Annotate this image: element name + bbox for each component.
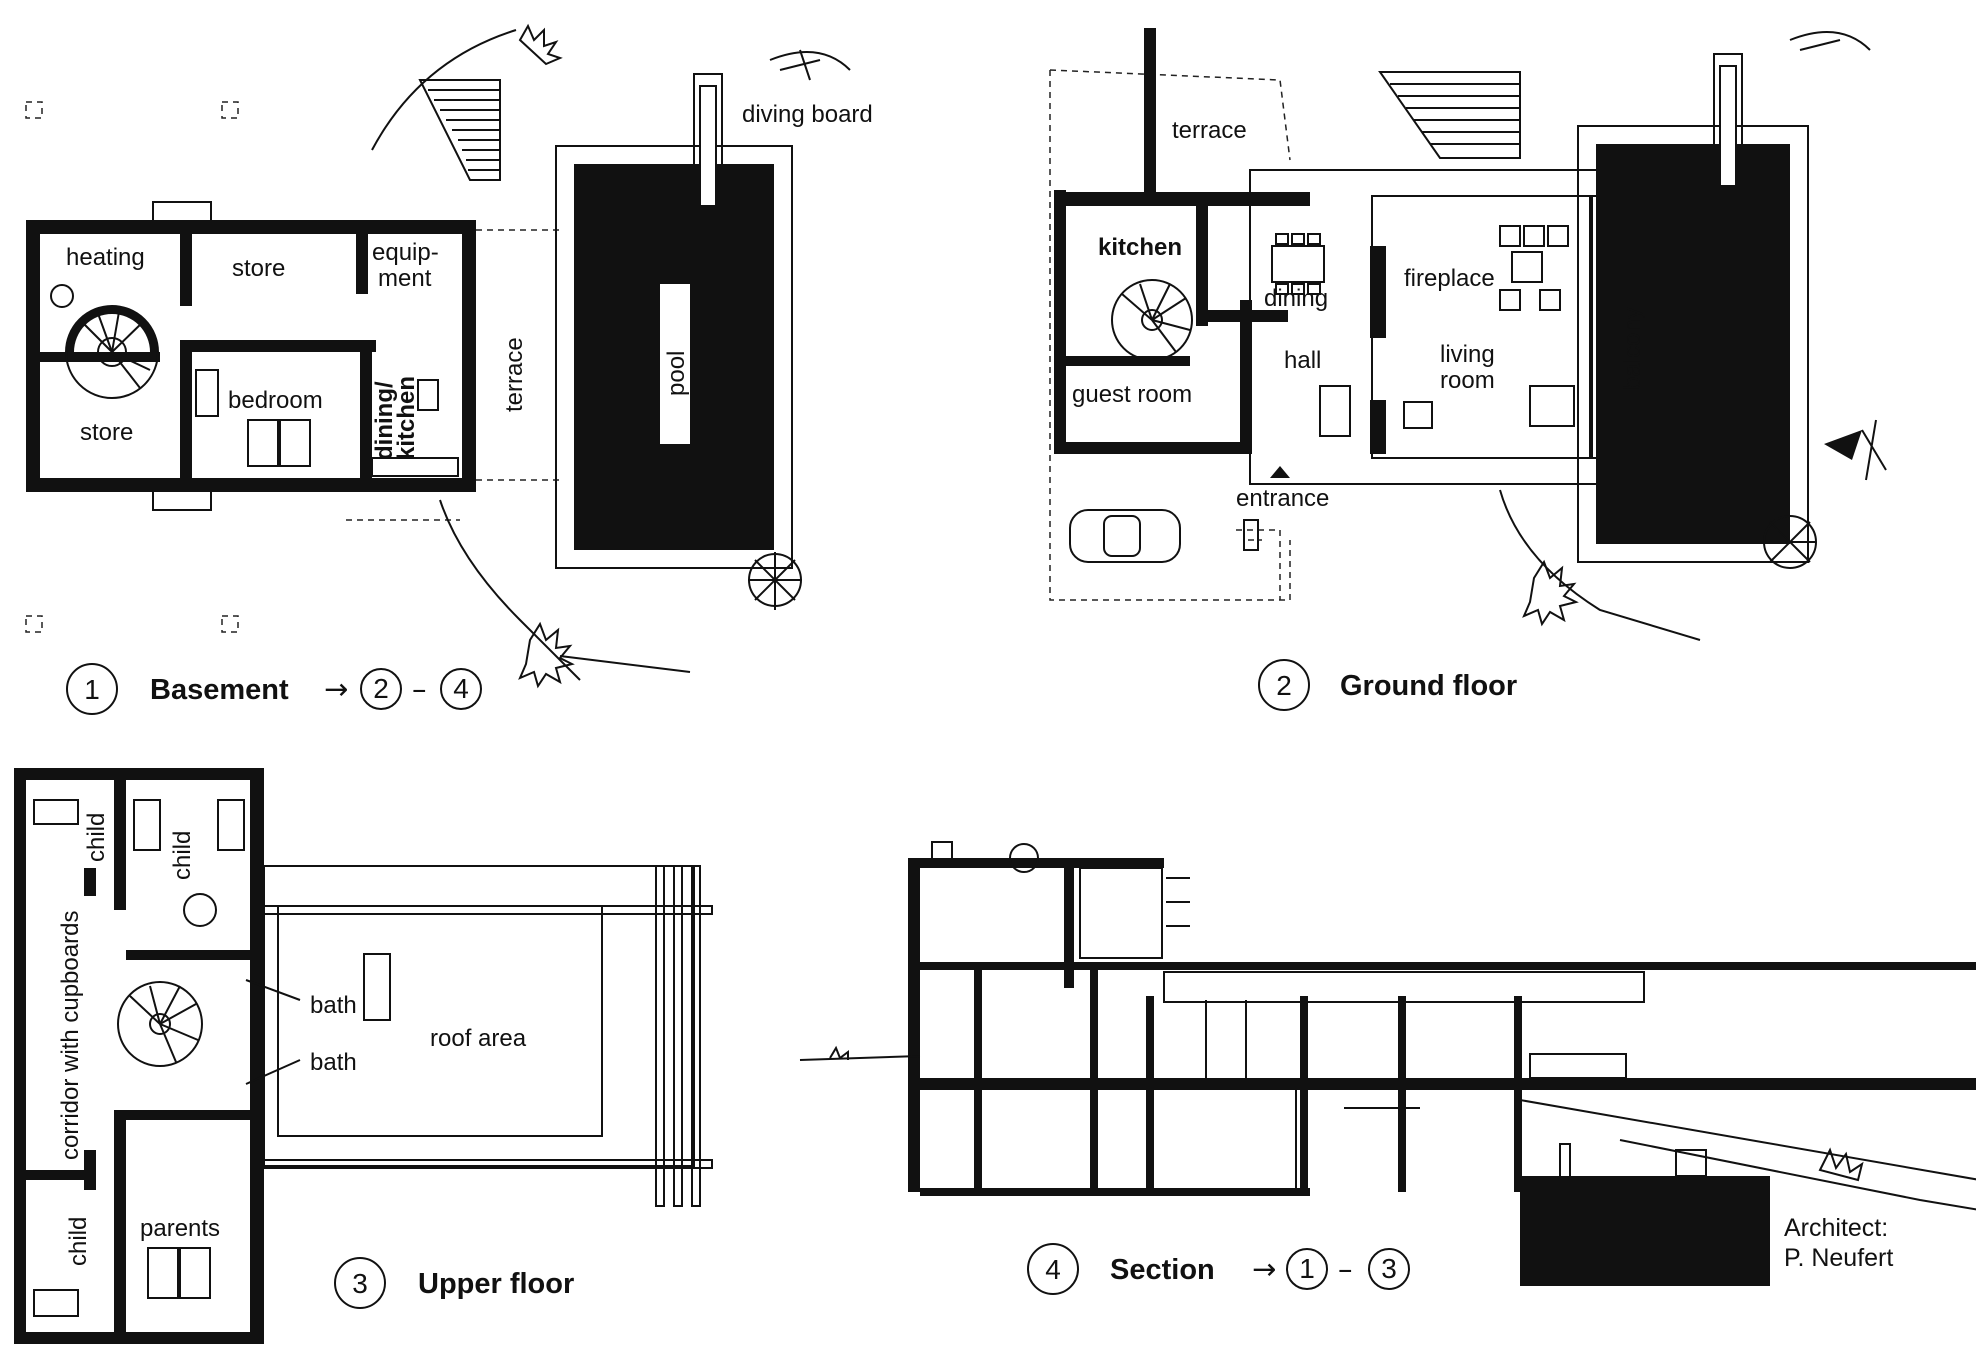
architect-credit-line-1: Architect: (1784, 1214, 1888, 1242)
basement-kitchen-label: kitchen (393, 376, 420, 460)
ground-number: 2 (1276, 670, 1292, 701)
section-number-circle (1027, 1243, 1079, 1295)
ground-fireplace-label: fireplace (1404, 265, 1495, 292)
basement-ref-to-circle (440, 668, 482, 710)
ground-kitchen-label: kitchen (1098, 234, 1182, 261)
upper-roof-area-label: roof area (430, 1025, 527, 1052)
basement-number-circle (66, 663, 118, 715)
basement-title: Basement (150, 674, 289, 706)
basement-ref-from: 2 (373, 673, 389, 704)
basement-number: 1 (84, 674, 100, 705)
upper-number: 3 (352, 1268, 368, 1299)
basement-ref-arrow: → (324, 672, 348, 706)
basement-diving-board-label: diving board (742, 101, 873, 128)
section-ref-arrow: → (1252, 1252, 1276, 1286)
ground-dining-label: dining (1264, 285, 1328, 312)
upper-floor-caption: 3 Upper floor (334, 1257, 574, 1309)
basement-ref-from-circle (360, 668, 402, 710)
basement-heating-label: heating (66, 244, 145, 271)
section-ref-to-circle (1368, 1248, 1410, 1290)
ground-guest-room-label: guest room (1072, 381, 1192, 408)
upper-child-label-3: child (65, 1217, 92, 1266)
ground-hall-label: hall (1284, 347, 1321, 374)
section-drawing (799, 841, 1976, 1286)
architect-credit-line-2: P. Neufert (1784, 1244, 1893, 1272)
basement-ref-to: 4 (453, 673, 469, 704)
upper-title: Upper floor (418, 1268, 574, 1300)
upper-corridor-label: corridor with cupboards (57, 911, 84, 1160)
ground-floor-caption: 2 Ground floor (1258, 659, 1517, 711)
basement-dining-label: dining/ (371, 381, 398, 460)
upper-floor-plan (14, 768, 713, 1344)
basement-ref-sep: – (412, 672, 427, 706)
basement-terrace-label: terrace (501, 337, 528, 412)
section-ref-from-circle (1286, 1248, 1328, 1290)
ground-balcony-label: balcony (1619, 307, 1646, 390)
upper-bath-label-1: bath (310, 992, 357, 1019)
section-title: Section (1110, 1254, 1215, 1286)
ground-floor-plan (1049, 28, 1887, 641)
basement-plan (25, 23, 851, 689)
ground-entrance-label: entrance (1236, 485, 1329, 512)
ground-terrace-label: terrace (1172, 117, 1247, 144)
basement-store-left-label: store (80, 419, 133, 446)
section-ref-from: 1 (1299, 1253, 1315, 1284)
upper-parents-label: parents (140, 1215, 220, 1242)
upper-child-label-2: child (169, 831, 196, 880)
basement-equipment-label-2: ment (378, 265, 432, 292)
basement-caption: 1 Basement → 2 – 4 (66, 663, 482, 715)
basement-bedroom-label: bedroom (228, 387, 323, 414)
ground-living-label-1: living (1440, 341, 1495, 368)
ground-number-circle (1258, 659, 1310, 711)
section-caption: 4 Section → 1 – 3 (1027, 1243, 1410, 1295)
basement-store-top-label: store (232, 255, 285, 282)
upper-number-circle (334, 1257, 386, 1309)
ground-title: Ground floor (1340, 670, 1517, 702)
upper-child-label-1: child (83, 813, 110, 862)
section-number: 4 (1045, 1254, 1061, 1285)
section-ref-sep: – (1338, 1252, 1353, 1286)
basement-pool-label: pool (663, 351, 690, 396)
section-ref-to: 3 (1381, 1253, 1397, 1284)
ground-living-label-2: room (1440, 367, 1495, 394)
upper-bath-label-2: bath (310, 1049, 357, 1076)
basement-equipment-label-1: equip- (372, 239, 439, 266)
